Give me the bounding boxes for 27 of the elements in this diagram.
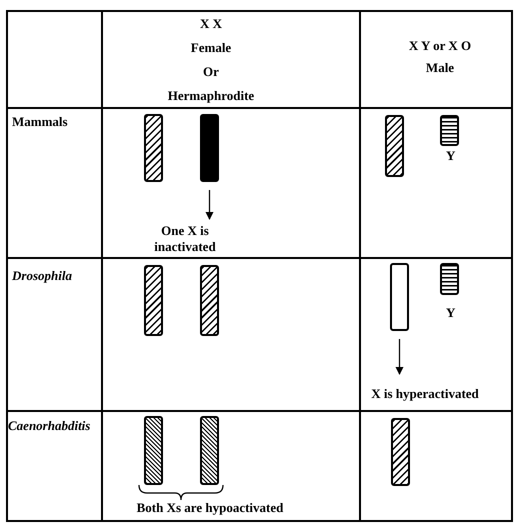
chromosome-bar (440, 115, 459, 146)
row-header: Mammals (12, 114, 69, 130)
column-header: X X (198, 16, 224, 32)
note-text: X is hyperactivated (370, 377, 480, 411)
column-header: Or (202, 64, 220, 80)
chromosome-bar (440, 263, 459, 295)
column-header: Male (424, 60, 456, 76)
chromosome-bar (200, 114, 219, 182)
column-header: Hermaphrodite (166, 88, 256, 104)
chromosome-bar (390, 263, 409, 331)
chromosome-label: Y (446, 148, 456, 164)
chromosome-bar (391, 418, 410, 486)
arrow (396, 339, 404, 375)
chromosome-label: Y (446, 305, 456, 322)
column-header: Female (190, 40, 232, 56)
chromosome-bar (144, 416, 163, 485)
chromosome-bar (144, 265, 163, 336)
brace-label: Both Xs are hypoactivated (136, 500, 284, 516)
arrow (206, 190, 214, 220)
chromosome-bar (200, 265, 219, 336)
row-header: Caenorhabditis (8, 418, 92, 434)
chromosome-bar (144, 114, 163, 182)
note-text: One X is inactivated (140, 222, 230, 256)
row-header: Drosophila (12, 268, 73, 284)
chromosome-bar (385, 115, 404, 177)
column-header: X Y or X O (408, 38, 472, 54)
chromosome-bar (200, 416, 219, 485)
